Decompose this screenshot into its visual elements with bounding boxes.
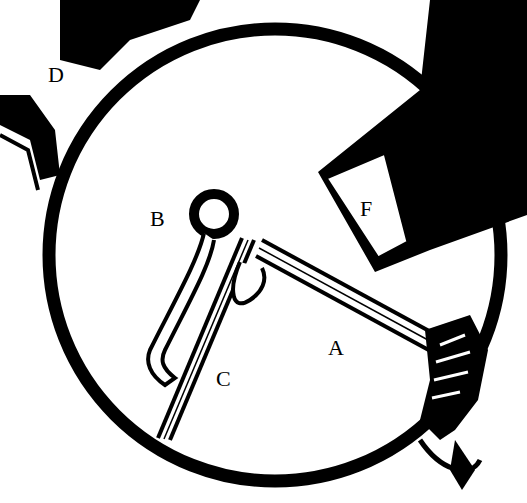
a-rod-core <box>259 248 439 346</box>
a-rod-edge <box>262 240 442 338</box>
f-block <box>326 153 408 258</box>
left-pipe-edge <box>0 135 38 190</box>
a-rod-edge <box>256 256 436 354</box>
part-label: D <box>48 64 64 86</box>
b-ring <box>194 194 234 234</box>
top-left-conduit <box>60 0 200 70</box>
part-label: F <box>360 198 372 220</box>
c-rod-edge <box>158 238 242 438</box>
clamp-tail <box>450 440 475 490</box>
c-joint <box>233 262 264 303</box>
part-label: C <box>216 368 231 390</box>
left-pipe <box>0 95 60 180</box>
part-label: B <box>150 208 165 230</box>
clamp-detail <box>432 335 470 398</box>
part-label: A <box>328 337 344 359</box>
upper-arm <box>318 0 527 272</box>
clamp <box>420 315 488 440</box>
